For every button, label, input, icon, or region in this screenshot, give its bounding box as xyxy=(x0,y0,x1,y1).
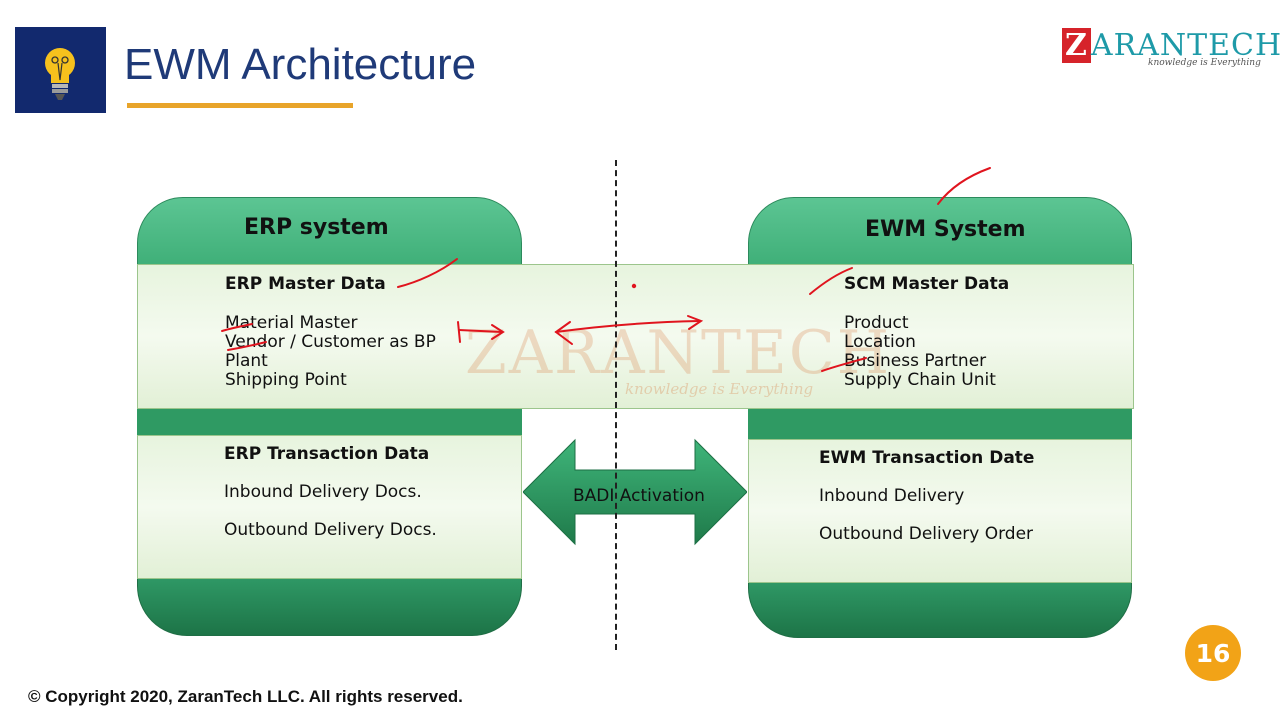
watermark-tagline: knowledge is Everything xyxy=(625,380,814,398)
erp-transaction-item: Inbound Delivery Docs. xyxy=(224,482,422,502)
ewm-system-header xyxy=(748,197,1132,267)
ewm-transaction-item: Inbound Delivery xyxy=(819,486,965,506)
ewm-master-item: Business Partner xyxy=(844,351,987,371)
erp-system-title: ERP system xyxy=(244,215,389,240)
erp-master-item: Plant xyxy=(225,351,268,371)
erp-master-item: Material Master xyxy=(225,313,358,333)
annotation-stroke xyxy=(821,357,867,372)
badi-double-arrow xyxy=(523,438,747,546)
erp-transaction-title: ERP Transaction Data xyxy=(224,444,430,464)
annotation-stroke xyxy=(397,258,458,288)
erp-master-item: Shipping Point xyxy=(225,370,347,390)
erp-master-title: ERP Master Data xyxy=(225,274,386,294)
annotation-stroke xyxy=(937,167,991,205)
annotation-stroke xyxy=(221,323,253,332)
copyright-text: © Copyright 2020, ZaranTech LLC. All rig… xyxy=(28,687,463,706)
lightbulb-logo-box xyxy=(15,27,106,113)
ewm-master-item: Location xyxy=(844,332,916,352)
ewm-master-title: SCM Master Data xyxy=(844,274,1010,294)
ewm-system-footer xyxy=(748,580,1132,638)
annotation-stroke xyxy=(554,321,573,345)
erp-panel-spacer xyxy=(137,406,522,438)
brand-tagline: knowledge is Everything xyxy=(1148,58,1261,68)
ewm-transaction-panel xyxy=(748,439,1132,583)
title-underline xyxy=(127,103,353,108)
master-data-band xyxy=(137,264,1134,409)
brand-logo-initial: Z xyxy=(1062,28,1091,63)
ewm-master-item: Supply Chain Unit xyxy=(844,370,996,390)
watermark-logo: ZARANTECH xyxy=(465,318,892,388)
brand-logo-word: ARANTECH xyxy=(1090,28,1280,63)
annotation-stroke xyxy=(555,320,701,333)
annotation-stroke xyxy=(457,321,461,343)
erp-system-header xyxy=(137,197,522,267)
annotation-stroke xyxy=(491,324,505,340)
erp-transaction-item: Outbound Delivery Docs. xyxy=(224,520,437,540)
erp-master-item: Vendor / Customer as BP xyxy=(225,332,436,352)
ewm-panel-spacer xyxy=(748,406,1132,442)
ewm-transaction-item: Outbound Delivery Order xyxy=(819,524,1034,544)
erp-transaction-panel xyxy=(137,435,522,579)
annotation-stroke xyxy=(227,341,267,351)
annotation-stroke xyxy=(687,315,704,330)
lightbulb-icon xyxy=(15,27,106,113)
slide-title: EWM Architecture xyxy=(124,40,477,89)
page-number-badge: 16 xyxy=(1185,625,1241,681)
annotation-dot xyxy=(631,283,637,289)
ewm-system-title: EWM System xyxy=(865,217,1026,242)
annotation-stroke xyxy=(809,267,853,295)
badi-activation-label: BADI Activation xyxy=(573,486,705,506)
annotation-stroke xyxy=(458,329,503,333)
ewm-master-item: Product xyxy=(844,313,909,333)
system-divider-line xyxy=(615,160,617,650)
ewm-transaction-title: EWM Transaction Date xyxy=(819,448,1035,468)
